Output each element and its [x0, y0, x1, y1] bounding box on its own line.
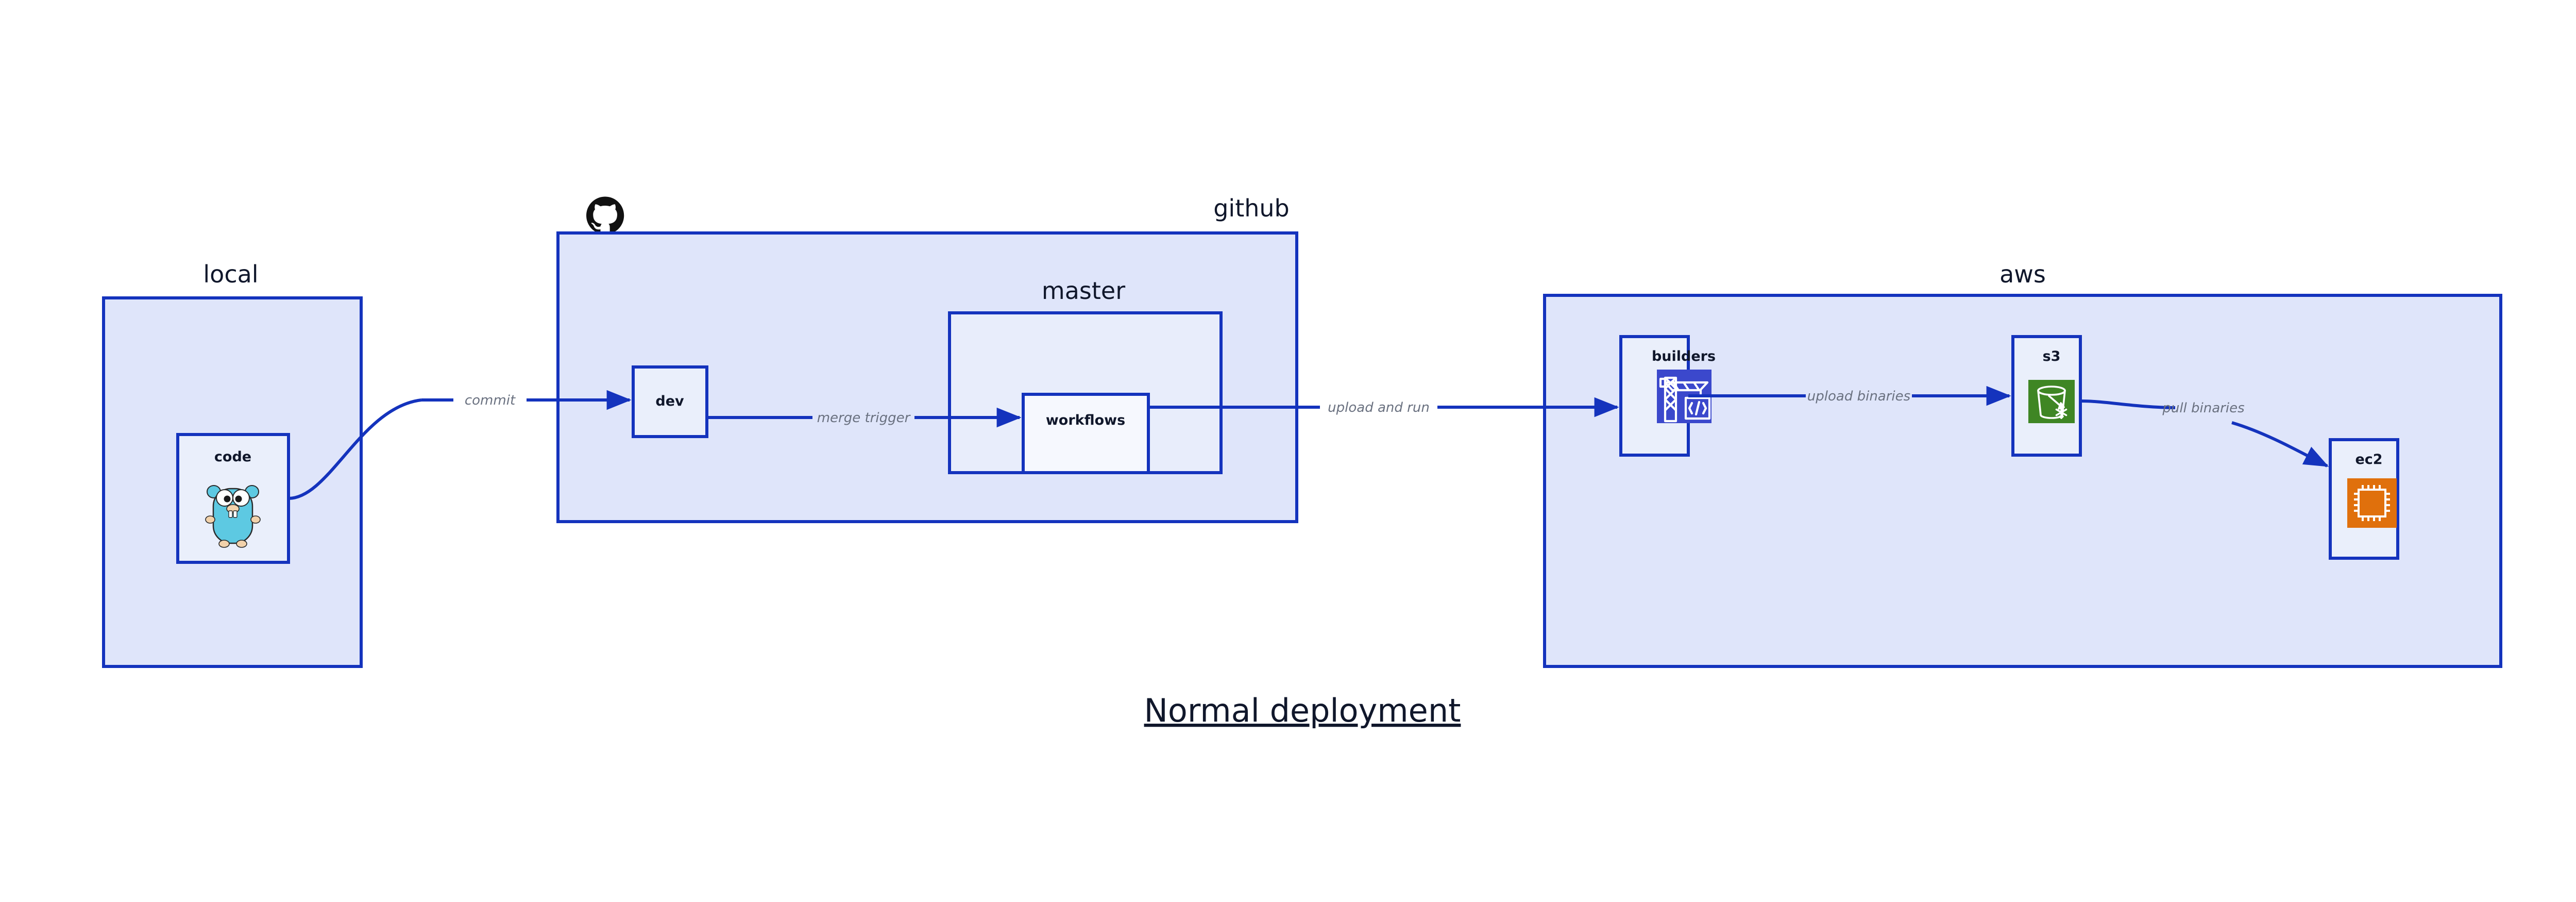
node-dev-label: dev	[655, 393, 684, 409]
node-ec2[interactable]: ec2	[2329, 438, 2399, 560]
edge-upload-binaries: upload binaries	[1688, 386, 2011, 406]
edge-upload-binaries-label: upload binaries	[1807, 389, 1910, 404]
node-builders[interactable]: builders	[1619, 335, 1716, 457]
group-local-label: local	[203, 260, 258, 288]
aws-codebuild-crane-icon	[1657, 370, 1711, 423]
edge-commit-label: commit	[465, 393, 516, 408]
node-workflows[interactable]: workflows	[1022, 393, 1150, 474]
group-github: github dev master workflows	[556, 194, 1298, 523]
node-ec2-label: ec2	[2355, 452, 2382, 467]
node-workflows-box[interactable]	[1022, 393, 1150, 474]
subgroup-master-label: master	[1042, 277, 1125, 305]
group-github-label: github	[1213, 194, 1290, 222]
github-octocat-icon	[586, 196, 624, 233]
edge-pull-binaries-label: pull binaries	[2162, 400, 2244, 416]
go-gopher-icon	[205, 485, 261, 548]
aws-ec2-chip-icon	[2347, 478, 2397, 528]
node-s3[interactable]: s3	[2011, 335, 2082, 457]
edge-merge-trigger-label: merge trigger	[817, 410, 911, 426]
node-dev[interactable]: dev	[632, 365, 708, 438]
aws-s3-glacier-bucket-icon	[2028, 380, 2075, 423]
diagram-title: Normal deployment	[1144, 692, 1461, 729]
edge-commit: commit	[288, 390, 632, 500]
group-aws: aws builders	[1543, 260, 2502, 668]
edge-upload-and-run-label: upload and run	[1328, 400, 1430, 415]
node-dev-box[interactable]	[632, 365, 708, 438]
node-code-label: code	[214, 449, 251, 465]
node-s3-label: s3	[2043, 348, 2061, 364]
node-builders-label: builders	[1652, 348, 1716, 364]
edge-pull-binaries: pull binaries	[2080, 399, 2329, 467]
group-local: local code	[102, 260, 363, 668]
group-aws-label: aws	[1999, 260, 2046, 288]
subgroup-master: master workflows	[948, 277, 1223, 474]
node-workflows-label: workflows	[1046, 412, 1125, 428]
edge-merge-trigger: merge trigger	[707, 407, 1022, 428]
node-code[interactable]: code	[176, 433, 290, 564]
edge-upload-and-run: upload and run	[1148, 397, 1619, 417]
